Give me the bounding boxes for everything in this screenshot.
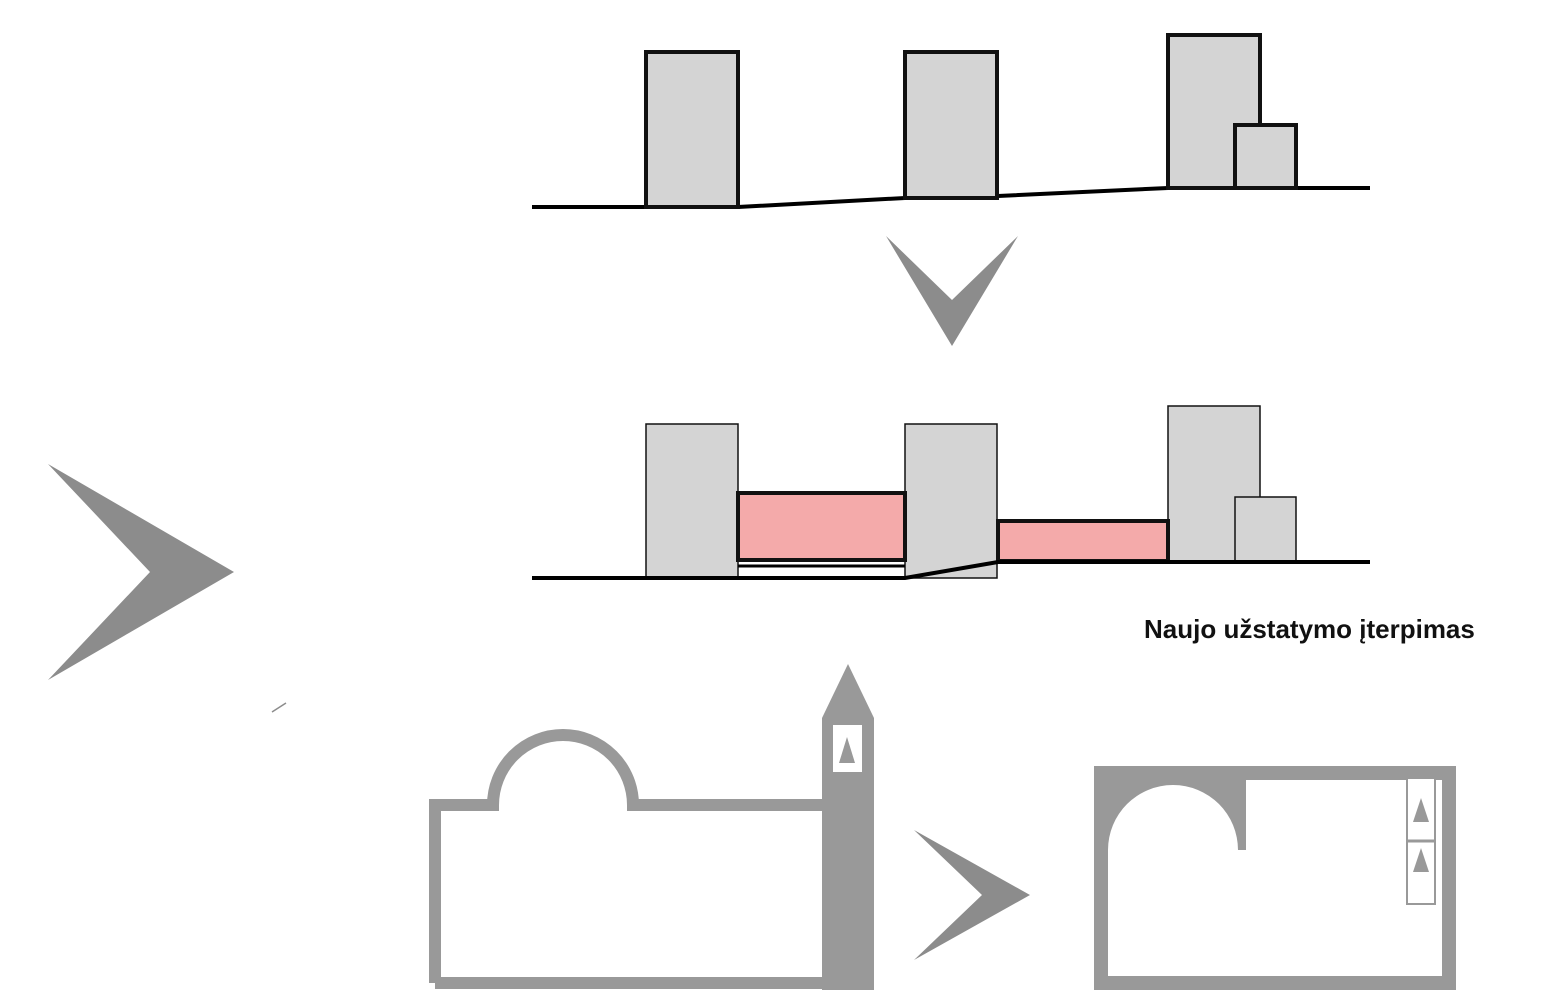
stray-mark [271,702,287,713]
new-insert-block-2 [996,519,1170,563]
new-insert-block-1 [736,491,907,562]
church-body-outline [429,729,835,989]
building-3-annex-infill [1234,496,1297,563]
building-2-infill [904,423,998,579]
bell-icon [1413,798,1429,822]
church-transformed-frame [1094,766,1456,990]
ground-line-infill [532,560,1370,580]
chevron-down-icon [886,236,1018,346]
chevron-right-icon [48,464,234,680]
chevron-right-icon [914,830,1030,960]
building-1-existing [644,50,740,209]
existing-buildings-section [532,33,1370,209]
building-3-annex-existing [1233,123,1298,190]
bell-tower [822,664,874,990]
church-transformed [1094,766,1456,990]
church-silhouette [429,664,874,990]
bell-icon [1413,848,1429,872]
diagram-caption: Naujo užstatymo įterpimas [1144,614,1475,644]
bell-icon [839,737,855,763]
building-1-infill [645,423,739,579]
building-2-existing [903,50,999,200]
infill-buildings-section [532,405,1370,580]
